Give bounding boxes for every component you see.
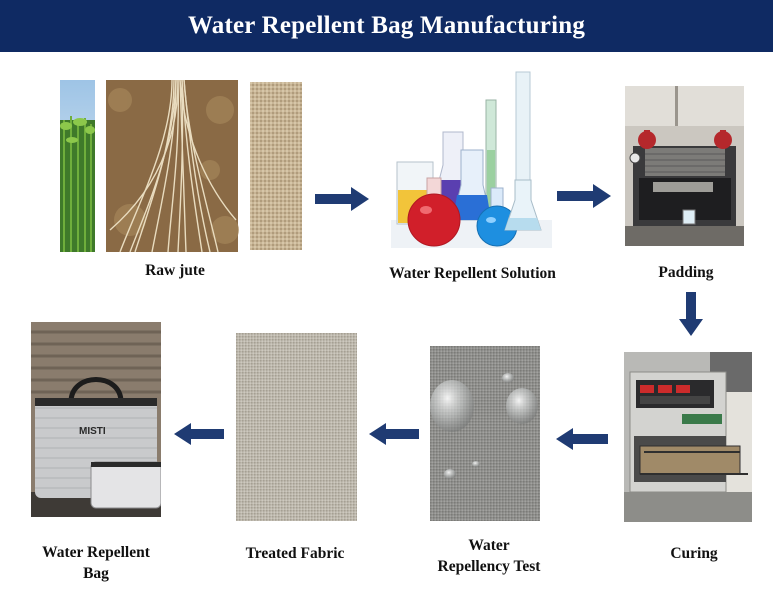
- page-title: Water Repellent Bag Manufacturing: [187, 12, 586, 39]
- arrow-right-icon: [557, 184, 611, 208]
- title-banner: Water Repellent Bag Manufacturing: [0, 0, 773, 52]
- curing-image: [624, 352, 752, 522]
- step-label-solution: Water Repellent Solution: [389, 265, 556, 282]
- arrow-left-icon: [556, 428, 608, 450]
- repellency-test-image: [430, 346, 540, 521]
- padding-machine-illustration: [625, 86, 744, 246]
- solution-image: [391, 70, 552, 248]
- arrow-right-icon: [315, 187, 369, 211]
- arrow-left-icon: [174, 423, 224, 445]
- water-drops-illustration: [430, 346, 540, 521]
- step-label-bag-line2: Bag: [83, 565, 109, 582]
- flasks-illustration: [391, 71, 552, 248]
- arrow-down-icon: [679, 292, 703, 336]
- bag-illustration: MISTI: [31, 322, 161, 517]
- bag-logo-text: MISTI: [79, 426, 106, 437]
- step-label-test-line1: Water: [468, 537, 510, 554]
- raw-jute-image-group: [60, 80, 305, 252]
- step-label-raw-jute: Raw jute: [145, 262, 205, 279]
- padding-image: [625, 86, 744, 246]
- fabric-illustration: [236, 333, 357, 521]
- step-label-bag-line1: Water Repellent: [42, 544, 150, 561]
- bag-image: MISTI: [31, 322, 161, 517]
- treated-fabric-image: [236, 333, 357, 521]
- step-label-curing: Curing: [670, 545, 718, 562]
- curing-oven-illustration: [624, 352, 752, 522]
- step-label-test-line2: Repellency Test: [437, 558, 541, 575]
- raw-jute-illustration: [60, 80, 302, 252]
- arrow-left-icon: [369, 423, 419, 445]
- step-label-treated-fabric: Treated Fabric: [245, 545, 345, 562]
- step-label-padding: Padding: [658, 264, 714, 281]
